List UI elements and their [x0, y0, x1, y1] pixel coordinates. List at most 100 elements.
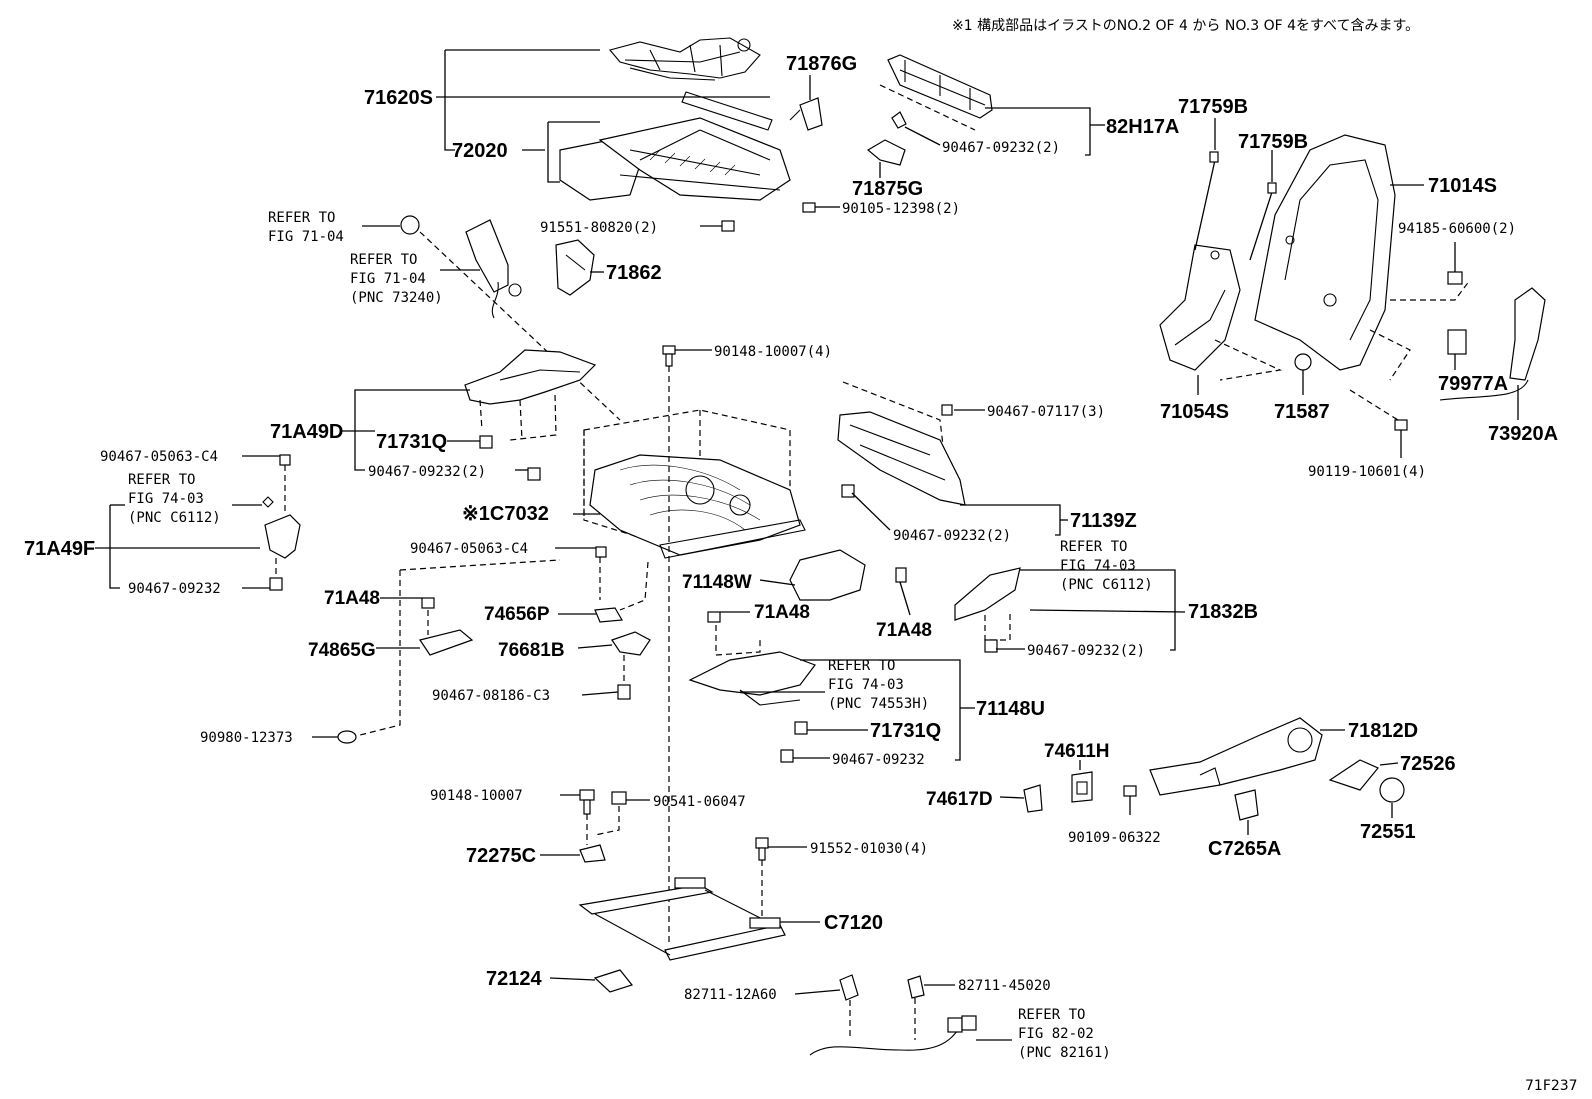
bracket-71139z-drawing: [837, 381, 966, 506]
callout-71a48-center: 71A48: [754, 602, 810, 623]
svg-text:REFER TO: REFER TO: [268, 210, 335, 226]
callout-71731q-b: 71731Q: [870, 720, 941, 742]
lower-rail-drawing: [578, 789, 786, 993]
callout-c7120: C7120: [824, 912, 883, 934]
callout-90105-12398-2: 90105-12398(2): [842, 201, 960, 217]
refer-71-04-parts-drawing: [400, 215, 621, 421]
seat-track-frame-drawing: [559, 117, 791, 201]
svg-text:REFER TO: REFER TO: [1060, 539, 1127, 555]
svg-text:(PNC 74553H): (PNC 74553H): [828, 696, 929, 712]
callout-76681b: 76681B: [498, 640, 565, 661]
callout-72526: 72526: [1400, 753, 1456, 775]
callout-72275c: 72275C: [466, 845, 536, 867]
callout-c7032: ※1C7032: [462, 503, 549, 525]
svg-text:FIG 74-03: FIG 74-03: [1060, 558, 1136, 574]
callout-71812d: 71812D: [1348, 720, 1418, 742]
cover-71148w-drawing: [789, 549, 907, 601]
callout-90148-10007: 90148-10007: [430, 788, 523, 804]
svg-text:REFER TO: REFER TO: [828, 658, 895, 674]
reference-blocks: REFER TO FIG 71-04 REFER TO FIG 71-04 (P…: [128, 210, 1153, 1061]
callout-82711-45020: 82711-45020: [958, 978, 1051, 994]
callout-74656p: 74656P: [484, 604, 550, 625]
callout-73920a: 73920A: [1488, 423, 1558, 445]
callout-71054s: 71054S: [1160, 401, 1229, 423]
callout-71832b: 71832B: [1188, 601, 1258, 623]
seat-cushion-wire-drawing: [609, 37, 773, 131]
callout-90467-08186-c3: 90467-08186-C3: [432, 688, 550, 704]
callout-79977a: 79977A: [1438, 373, 1508, 395]
callout-71139z: 71139Z: [1070, 510, 1137, 532]
svg-text:REFER TO: REFER TO: [1018, 1007, 1085, 1023]
callout-90467-09232-2-top: 90467-09232(2): [942, 140, 1060, 156]
reference-fig-71-04-a: REFER TO FIG 71-04: [268, 210, 344, 245]
svg-text:(PNC C6112): (PNC C6112): [128, 510, 221, 526]
callout-c7265a: C7265A: [1208, 838, 1281, 860]
cover-71832b-drawing: [954, 567, 1021, 653]
callout-90467-09232-2-right: 90467-09232(2): [1027, 643, 1145, 659]
callout-71148w: 71148W: [682, 572, 752, 593]
svg-text:(PNC C6112): (PNC C6112): [1060, 577, 1153, 593]
callout-72551: 72551: [1360, 821, 1416, 843]
callout-71731q-a: 71731Q: [376, 431, 447, 453]
reference-fig-82-02: REFER TO FIG 82-02 (PNC 82161): [1018, 1007, 1111, 1061]
callout-82711-12a60: 82711-12A60: [684, 987, 777, 1003]
callout-71759b-b: 71759B: [1238, 131, 1308, 153]
svg-text:FIG 74-03: FIG 74-03: [828, 677, 904, 693]
reference-fig-74-03-left: REFER TO FIG 74-03 (PNC C6112): [128, 472, 221, 526]
callout-90119-10601-4: 90119-10601(4): [1308, 464, 1426, 480]
callout-71a49d: 71A49D: [270, 421, 343, 443]
shield-71862-drawing: [555, 239, 595, 296]
callout-71014s: 71014S: [1428, 175, 1497, 197]
side-cover-73920a-drawing: [1439, 287, 1546, 401]
callout-90148-10007-4: 90148-10007(4): [714, 344, 832, 360]
callout-90541-06047: 90541-06047: [653, 794, 746, 810]
callout-71a49f: 71A49F: [24, 538, 95, 560]
callout-91552-01030-4: 91552-01030(4): [810, 841, 928, 857]
reference-fig-74-03-center: REFER TO FIG 74-03 (PNC 74553H): [828, 658, 929, 712]
cover-71148u-drawing: [688, 611, 816, 763]
left-small-parts-drawing: [337, 546, 651, 744]
callout-90467-09232-bottom: 90467-09232: [832, 752, 925, 768]
screw-91551-drawing: [721, 220, 735, 232]
seat-adjuster-c7032-drawing: [583, 409, 806, 559]
callout-71a48-right: 71A48: [876, 620, 932, 641]
header-note: ※1 構成部品はイラストのNO.2 OF 4 から NO.3 OF 4をすべて含…: [952, 18, 1419, 34]
callout-90109-06322: 90109-06322: [1068, 830, 1161, 846]
callout-71a48-left: 71A48: [324, 588, 380, 609]
reference-fig-71-04-b: REFER TO FIG 71-04 (PNC 73240): [350, 252, 443, 306]
bracket-71a49f-drawing: [262, 454, 301, 591]
callout-72124: 72124: [486, 968, 542, 990]
callout-90467-05063-c4-b: 90467-05063-C4: [410, 541, 528, 557]
wire-harness-drawing: [809, 974, 977, 1056]
cover-71a49d-drawing: [464, 349, 597, 481]
callout-71759b-a: 71759B: [1178, 96, 1248, 118]
callout-71875g: 71875G: [852, 178, 923, 200]
callout-90467-09232-2-left: 90467-09232(2): [368, 464, 486, 480]
callout-82h17a: 82H17A: [1106, 116, 1179, 138]
callout-90467-09232-left: 90467-09232: [128, 581, 221, 597]
svg-text:FIG 71-04: FIG 71-04: [350, 271, 426, 287]
callout-71620s: 71620S: [364, 87, 433, 109]
callout-labels: 71620S 72020 71876G 82H17A 90467-09232(2…: [24, 53, 1558, 1003]
rail-cover-drawing: [879, 54, 993, 131]
callout-74611h: 74611H: [1044, 741, 1110, 762]
callout-71148u: 71148U: [976, 698, 1045, 720]
callout-90467-07117-3: 90467-07117(3): [987, 404, 1105, 420]
svg-text:(PNC 82161): (PNC 82161): [1018, 1045, 1111, 1061]
svg-text:REFER TO: REFER TO: [128, 472, 195, 488]
callout-71862: 71862: [606, 262, 662, 284]
svg-text:(PNC 73240): (PNC 73240): [350, 290, 443, 306]
reference-fig-74-03-right: REFER TO FIG 74-03 (PNC C6112): [1060, 539, 1153, 593]
callout-74617d: 74617D: [926, 789, 993, 810]
callout-72020: 72020: [452, 140, 508, 162]
bracket-71875g-drawing: [866, 139, 906, 166]
svg-text:REFER TO: REFER TO: [350, 252, 417, 268]
svg-text:FIG 82-02: FIG 82-02: [1018, 1026, 1094, 1042]
figure-code: 71F237: [1525, 1078, 1578, 1094]
callout-90980-12373: 90980-12373: [200, 730, 293, 746]
callout-90467-09232-2-mid: 90467-09232(2): [893, 528, 1011, 544]
callout-91551-80820-2: 91551-80820(2): [540, 220, 658, 236]
seatback-frame-drawing: [1159, 134, 1471, 431]
svg-text:FIG 71-04: FIG 71-04: [268, 229, 344, 245]
